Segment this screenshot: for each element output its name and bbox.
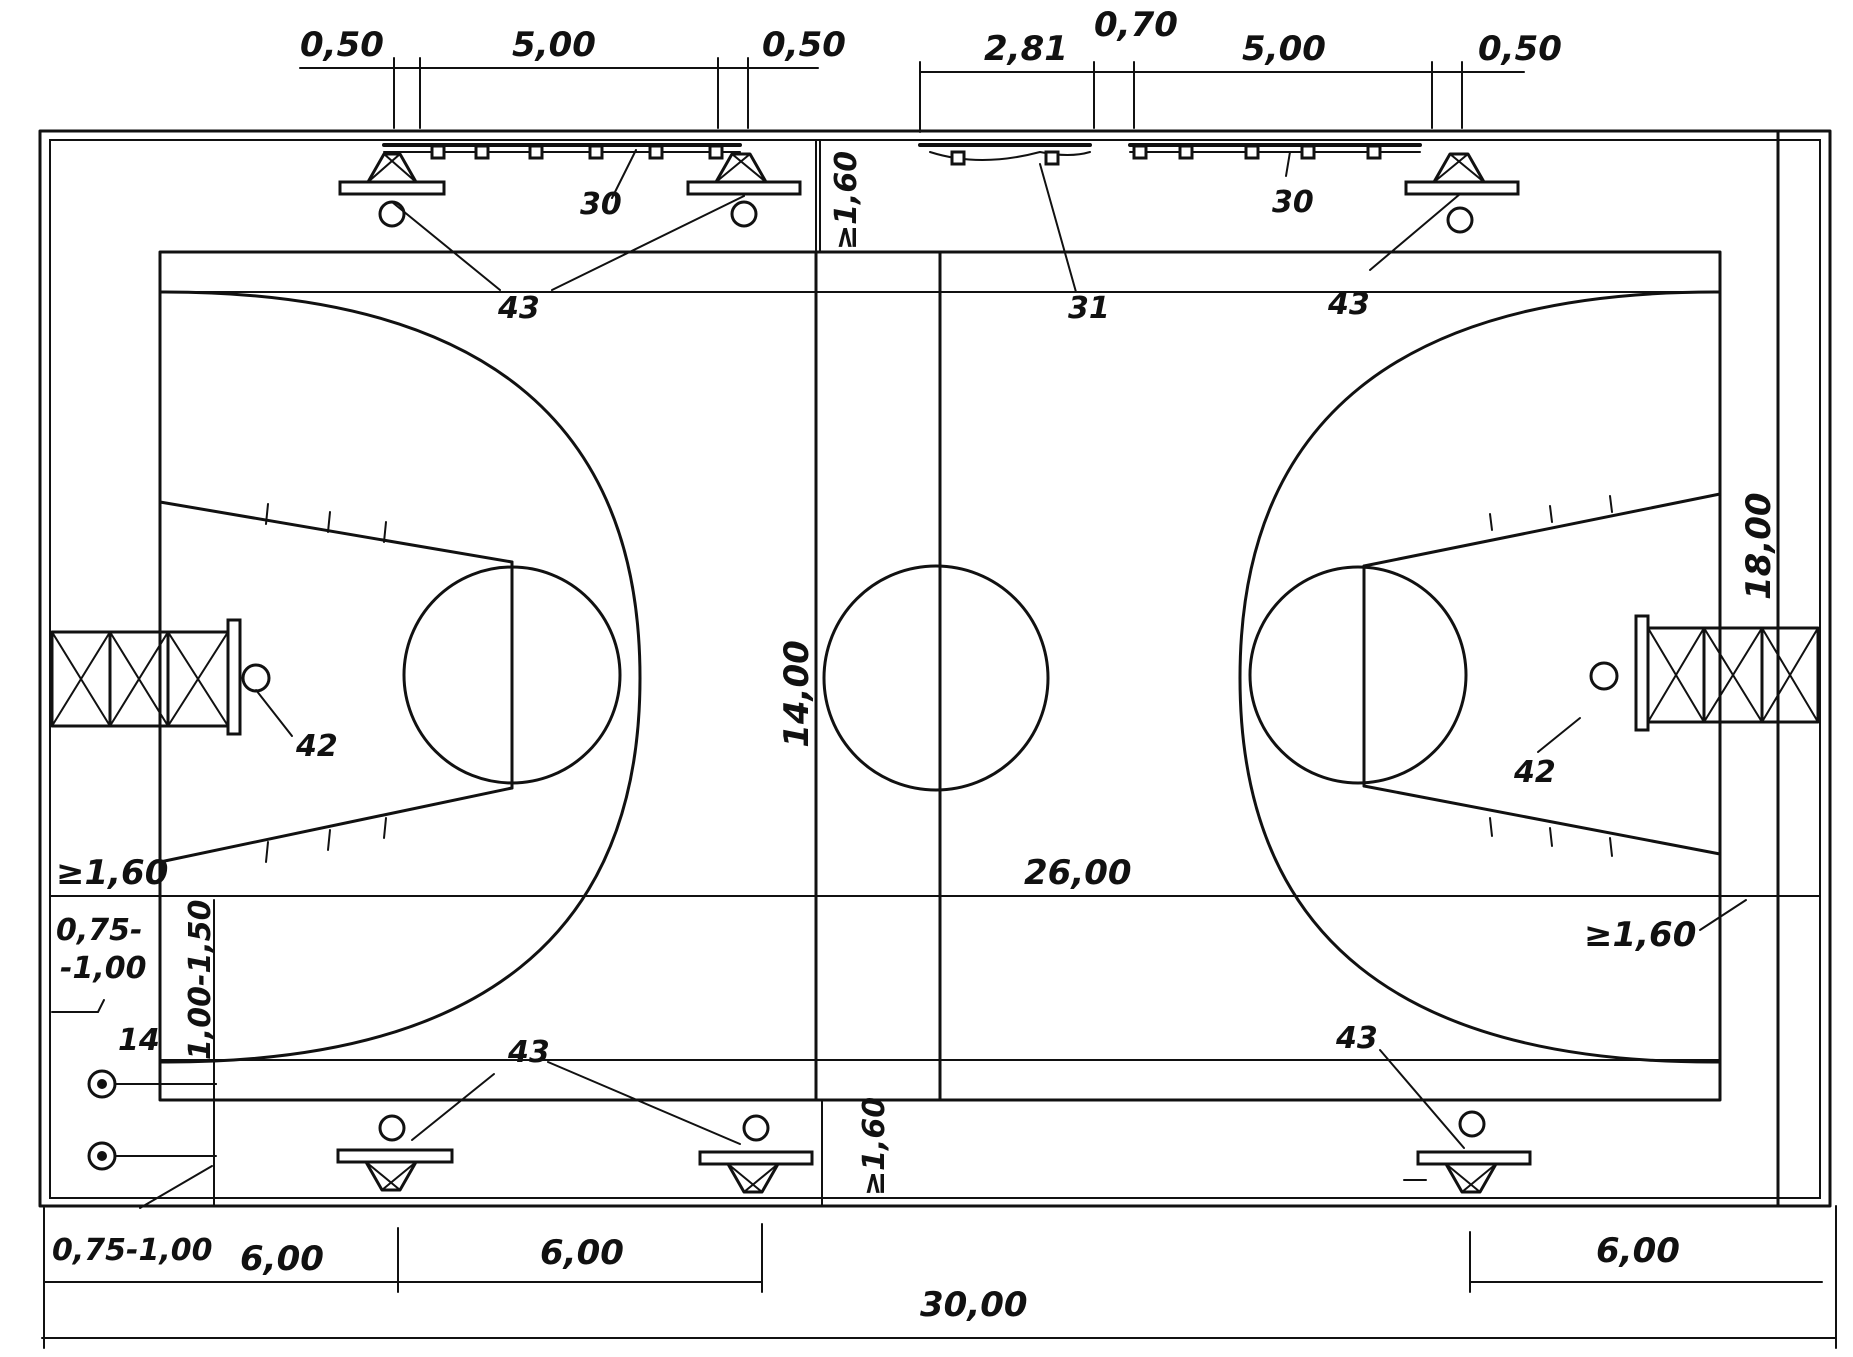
dim-bottom-6-b: 6,00	[540, 1233, 624, 1273]
hoop-left	[241, 663, 271, 693]
callout-stand-bottom-right: 43	[1335, 1021, 1378, 1056]
post-markers	[51, 999, 217, 1171]
callout-post: 14	[118, 1023, 160, 1058]
stand-bottom-mid	[698, 1114, 814, 1194]
callout-stand-top-left: 43	[497, 291, 540, 326]
dim-court-length: 26,00	[1024, 853, 1132, 893]
callout-basket-left: 42	[295, 729, 338, 764]
callout-labels: 30 30 31 43 43 43 43 42 42 14	[118, 185, 1556, 1070]
lane-marks-left	[265, 503, 387, 863]
backboard-left	[226, 618, 242, 736]
callout-bench-left: 30	[580, 187, 622, 222]
stand-bottom-right	[1403, 1110, 1532, 1194]
hoop-right	[1589, 661, 1619, 691]
dim-top-left-c: 0,50	[762, 25, 846, 65]
dim-top-left-b: 5,00	[512, 25, 596, 65]
callout-scorer-table: 31	[1068, 291, 1110, 326]
dim-end-clearance-left: ≥1,60	[56, 853, 168, 893]
dim-sideline-top: ≥1,60	[829, 151, 864, 250]
dim-court-width: 14,00	[777, 640, 817, 748]
lane-marks-right	[1489, 495, 1613, 857]
stand-bottom-left	[336, 1114, 454, 1192]
stand-top-mid	[686, 152, 802, 228]
dim-left-range-b: -1,00	[60, 951, 146, 986]
dim-sideline-bottom: ≥1,60	[857, 1097, 892, 1196]
basket-support-left	[50, 618, 271, 736]
free-throw-circle-left	[402, 565, 622, 785]
callout-bench-right: 30	[1272, 185, 1314, 220]
dim-end-clearance-right: ≥1,60	[1584, 915, 1696, 955]
dim-bottom-6-c: 6,00	[1596, 1231, 1680, 1271]
dim-top-right-a: 2,81	[984, 29, 1068, 69]
dimension-lines	[41, 57, 1837, 1349]
three-point-arc-right	[1238, 290, 1722, 1064]
callout-stand-bottom-left: 43	[507, 1035, 550, 1070]
center-circle	[822, 564, 1050, 792]
dim-total-length: 30,00	[920, 1285, 1028, 1325]
stand-top-left	[338, 152, 446, 228]
dim-bottom-6-a: 6,00	[240, 1239, 324, 1279]
restricted-area-left	[158, 500, 514, 864]
dim-top-right-c: 5,00	[1242, 29, 1326, 69]
hall-inner-line	[49, 139, 1821, 1199]
hall-outer-line	[38, 129, 1832, 1208]
top-bench-row	[382, 143, 1422, 166]
hall-boundary	[38, 129, 1832, 1208]
dim-hall-width: 18,00	[1739, 492, 1779, 600]
backboard-right	[1634, 614, 1650, 732]
dim-left-range-a: 0,75-	[56, 913, 142, 948]
restricted-area-right	[1362, 492, 1722, 856]
callout-stand-top-right: 43	[1327, 287, 1370, 322]
callout-basket-right: 42	[1513, 755, 1556, 790]
dim-top-right-d: 0,50	[1478, 29, 1562, 69]
dim-left-range-vertical: 1,00-1,50	[183, 900, 218, 1061]
three-point-arc-left	[158, 290, 642, 1064]
basket-support-right	[1589, 614, 1820, 732]
dim-top-left-a: 0,50	[300, 25, 384, 65]
dimension-labels: 0,50 5,00 0,50 2,81 0,70 5,00 0,50 ≥1,60…	[52, 5, 1779, 1325]
callout-leaders	[139, 149, 1747, 1209]
dim-bottom-left-range: 0,75-1,00	[52, 1233, 213, 1268]
court	[49, 139, 1821, 1207]
dim-top-right-b: 0,70	[1094, 5, 1178, 45]
stand-top-right	[1404, 152, 1520, 234]
free-throw-circle-right	[1248, 565, 1468, 785]
